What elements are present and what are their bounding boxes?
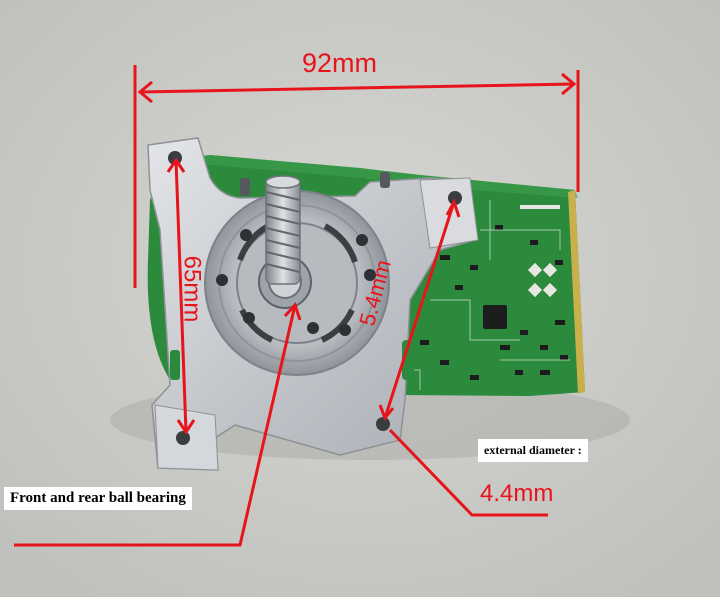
hole-dimension-label: 4.4mm [480,480,554,507]
gear-shaft [265,175,301,285]
height-dimension-label: 65mm [178,255,206,323]
bearing-caption: Front and rear ball bearing [4,487,192,510]
dimension-lines [14,65,580,547]
width-dimension-label: 92mm [302,48,378,78]
external-diameter-caption: external diameter : [478,439,588,462]
